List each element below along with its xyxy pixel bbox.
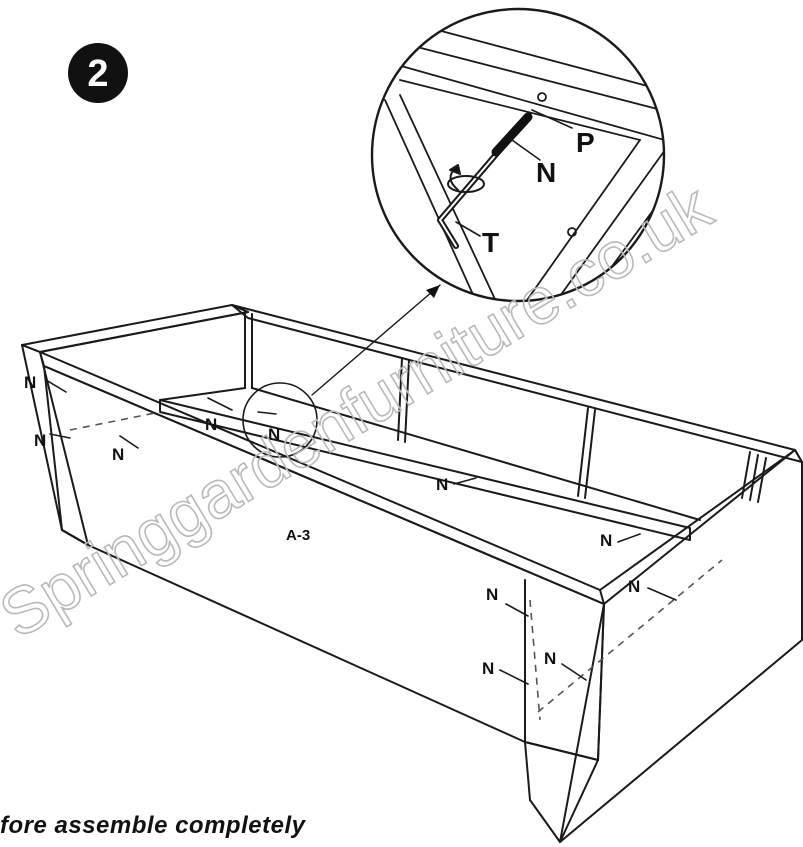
callout-n-2: N (34, 431, 46, 450)
floor-batten (159, 399, 691, 541)
callout-n-8: N (628, 577, 640, 596)
left-end-top-rim (21, 304, 249, 353)
hidden-lines (69, 411, 723, 721)
callout-n-9: N (486, 585, 498, 604)
step-number: 2 (87, 53, 108, 95)
instruction-caption: fore assemble completely (0, 812, 306, 839)
callout-p: P (576, 127, 595, 158)
planter-box (21, 304, 803, 843)
detail-marker-circle (242, 382, 318, 458)
bolt-icon (491, 112, 533, 157)
callout-n-7: N (600, 531, 612, 550)
callout-n-4: N (205, 415, 217, 434)
callout-n-1: N (24, 373, 36, 392)
detail-view: P N T (370, 7, 666, 303)
part-label: A-3 (286, 527, 310, 544)
callout-n-5: N (268, 425, 280, 444)
callout-n-6: N (436, 475, 448, 494)
callout-n-detail: N (536, 157, 556, 188)
callout-n-10: N (482, 659, 494, 678)
callout-t: T (482, 227, 499, 258)
leader-arrowhead (426, 285, 440, 298)
rotation-arrow-icon (447, 164, 485, 193)
leader-line (311, 284, 441, 396)
callout-n-3: N (112, 445, 124, 464)
step-badge: 2 (68, 43, 128, 103)
fastener-callouts: N N N N N N N N N N N (24, 373, 677, 685)
step-badge-icon (68, 43, 128, 103)
callout-n-11: N (544, 649, 556, 668)
detail-circle (370, 7, 666, 303)
